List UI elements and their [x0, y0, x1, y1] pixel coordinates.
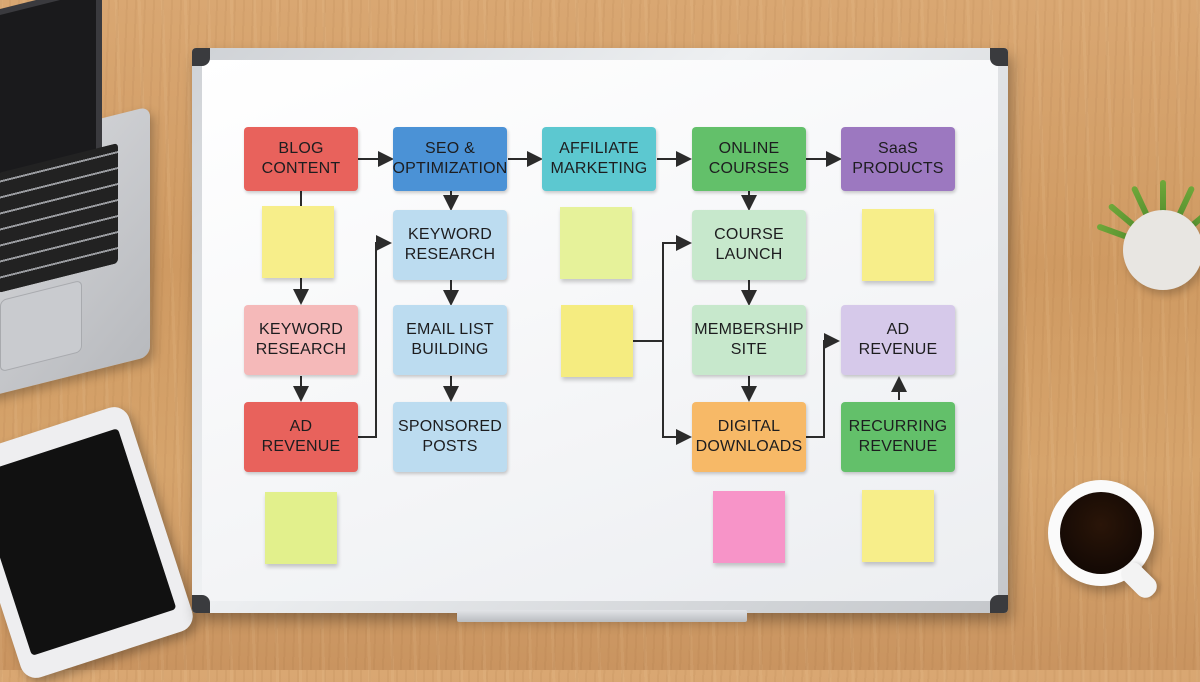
potted-plant: [1096, 140, 1200, 340]
plant-pot: [1123, 210, 1200, 290]
board-corner: [990, 48, 1008, 66]
sticky-note[interactable]: [713, 491, 785, 563]
board-corner: [192, 595, 210, 613]
card-affiliate-marketing[interactable]: AFFILIATE MARKETING: [542, 127, 656, 191]
coffee: [1060, 492, 1142, 574]
card-ad-revenue[interactable]: AD REVENUE: [841, 305, 955, 375]
card-membership-site[interactable]: MEMBERSHIP SITE: [692, 305, 806, 375]
marker-tray: [457, 610, 747, 622]
sticky-note[interactable]: [561, 305, 633, 377]
sticky-note[interactable]: [265, 492, 337, 564]
laptop: [0, 0, 170, 404]
card-keyword-research[interactable]: KEYWORD RESEARCH: [393, 210, 507, 280]
card-keyword-research[interactable]: KEYWORD RESEARCH: [244, 305, 358, 375]
card-email-list-building[interactable]: EMAIL LIST BUILDING: [393, 305, 507, 375]
tablet-screen: [0, 428, 177, 656]
card-recurring-revenue[interactable]: RECURRING REVENUE: [841, 402, 955, 472]
sticky-note[interactable]: [862, 490, 934, 562]
sticky-note[interactable]: [262, 206, 334, 278]
sticky-note[interactable]: [862, 209, 934, 281]
sticky-note[interactable]: [560, 207, 632, 279]
board-corner: [192, 48, 210, 66]
card-blog-content[interactable]: BLOG CONTENT: [244, 127, 358, 191]
card-ad-revenue[interactable]: AD REVENUE: [244, 402, 358, 472]
board-corner: [990, 595, 1008, 613]
card-sponsored-posts[interactable]: SPONSORED POSTS: [393, 402, 507, 472]
card-digital-downloads[interactable]: DIGITAL DOWNLOADS: [692, 402, 806, 472]
coffee-cup: [1048, 480, 1161, 602]
card-course-launch[interactable]: COURSE LAUNCH: [692, 210, 806, 280]
tablet: [0, 402, 197, 682]
card-saas-products[interactable]: SaaS PRODUCTS: [841, 127, 955, 191]
card-online-courses[interactable]: ONLINE COURSES: [692, 127, 806, 191]
card-seo-optimization[interactable]: SEO & OPTIMIZATION: [393, 127, 507, 191]
